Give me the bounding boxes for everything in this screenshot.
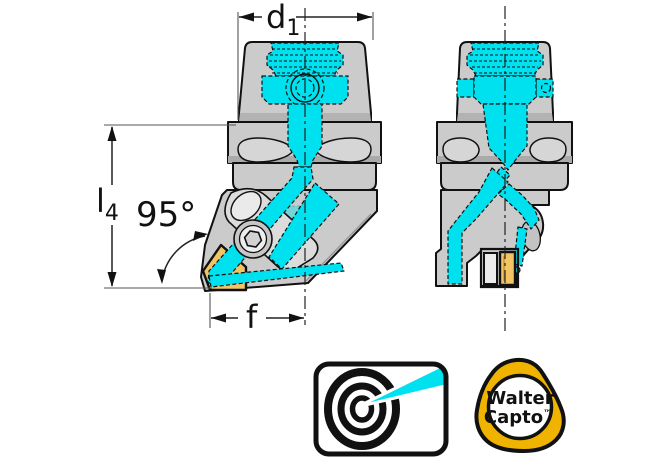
d1-extension-lines xyxy=(237,12,374,120)
target-logo-border xyxy=(313,361,449,457)
clamp-pin xyxy=(540,82,552,94)
clamp-ear-left xyxy=(456,78,475,98)
clamp-nose xyxy=(230,190,262,222)
dimension-f: f xyxy=(209,293,304,336)
d1-arrow-left xyxy=(239,12,254,22)
target-ring-inner xyxy=(349,395,375,423)
coolant-gallery xyxy=(208,262,345,288)
d1-label: d1 xyxy=(266,0,300,41)
d1-arrow-right xyxy=(357,12,372,22)
angle-arc xyxy=(161,235,206,282)
angle-label: 95° xyxy=(136,195,196,235)
cutting-insert-side xyxy=(498,250,517,287)
l4-extension-lines xyxy=(104,124,236,289)
dimension-d1: d1 xyxy=(237,0,374,120)
precision-target-logo xyxy=(313,361,449,457)
capto-logo-circle xyxy=(486,373,554,441)
flange-slot-right-side xyxy=(529,137,567,163)
l4-arrow-bottom xyxy=(107,272,117,287)
coolant-channel-main-side xyxy=(447,167,509,285)
target-ring-outer xyxy=(324,368,400,450)
insert-pocket-outline xyxy=(479,247,520,289)
walter-capto-logo: Walter Capto™ xyxy=(474,357,566,454)
f-label: f xyxy=(246,298,258,336)
dimension-l4: l4 xyxy=(96,124,236,289)
angle-arrow-top xyxy=(193,231,208,241)
side-view xyxy=(435,6,573,332)
l4-arrow-top xyxy=(107,126,117,141)
flange-slot-left-side xyxy=(442,137,480,163)
walter-capto-text-line1: Walter xyxy=(486,388,553,409)
l4-label: l4 xyxy=(96,182,119,226)
insert-shim-side xyxy=(483,252,498,285)
target-ring-middle xyxy=(337,382,387,436)
coolant-channel-branch-side xyxy=(497,183,540,230)
f-arrow-right xyxy=(289,313,304,323)
front-view xyxy=(200,8,382,325)
hex-socket xyxy=(243,230,263,248)
walter-capto-text-line2: Capto™ xyxy=(484,407,552,428)
f-arrow-left xyxy=(211,313,226,323)
angle-annotation: 95° xyxy=(136,195,208,284)
angle-arrow-bottom xyxy=(157,269,166,284)
